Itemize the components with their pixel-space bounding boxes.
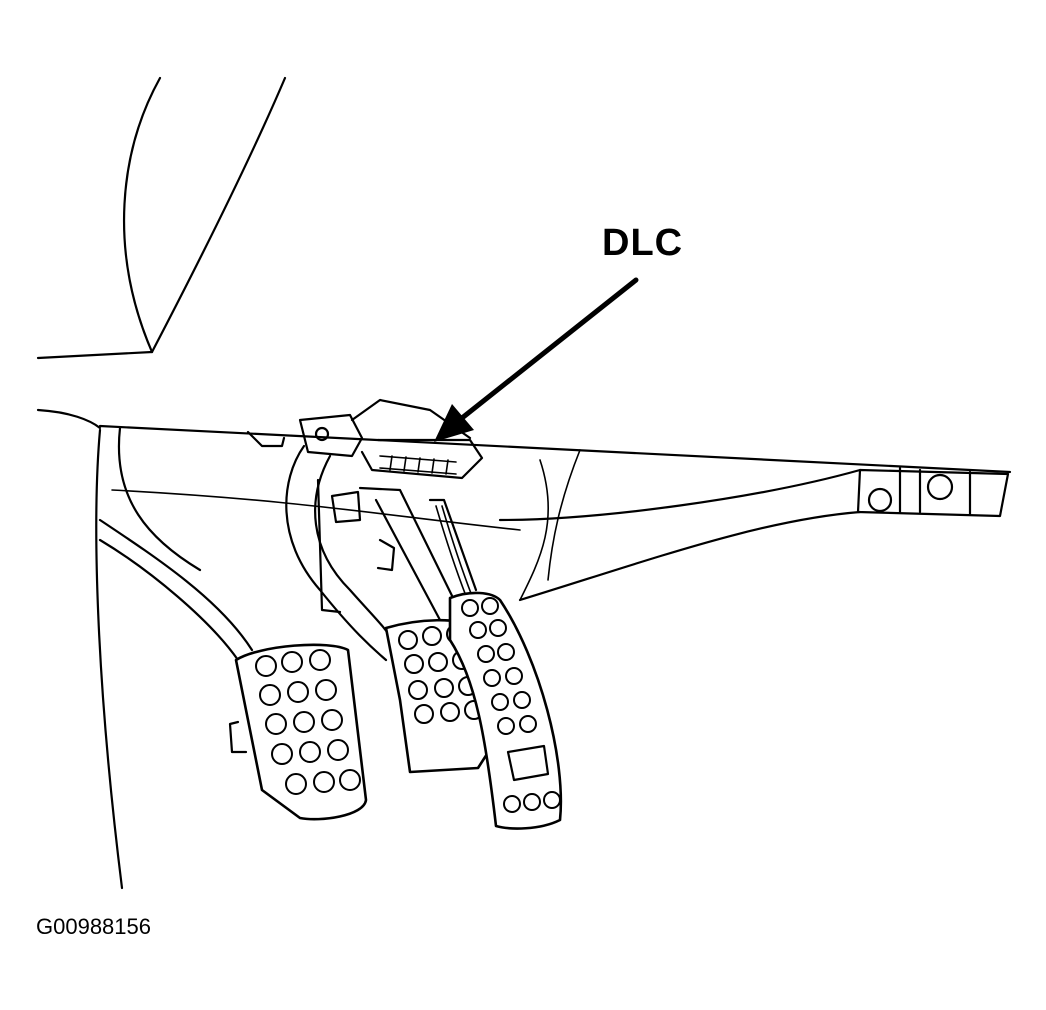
clutch-pad-dots <box>255 649 361 795</box>
figure-id: G00988156 <box>36 914 151 939</box>
clutch-pedal <box>98 518 368 821</box>
door-outline <box>36 76 287 360</box>
dlc-callout-arrow <box>434 277 639 442</box>
dlc-callout-label: DLC <box>602 222 684 264</box>
ram-logo-emblem <box>506 744 550 782</box>
accelerator-pad-dots <box>461 597 561 813</box>
accelerator-pedal <box>428 498 563 830</box>
